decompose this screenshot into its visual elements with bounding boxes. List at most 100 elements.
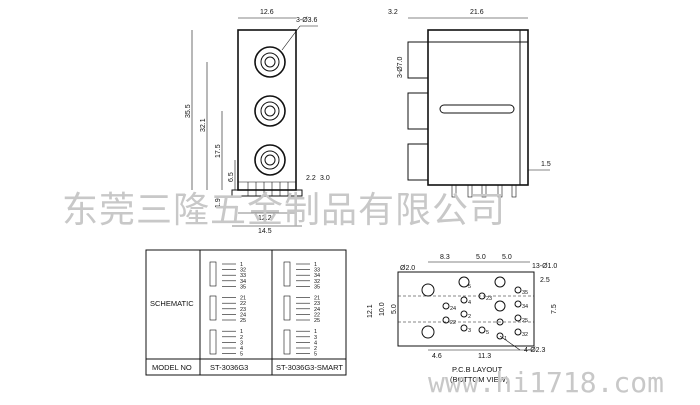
schematic-pin-label: 32 (314, 279, 320, 285)
schematic-pin-label: 21 (240, 296, 246, 302)
dim-pcb-12-1: 12.1 (367, 304, 374, 318)
schematic-frame (145, 249, 347, 376)
schematic-pin-label: 34 (314, 273, 320, 279)
schematic-pin-label: 35 (314, 284, 320, 290)
dim-pcb-hole-4: 4-Ø2.3 (524, 347, 546, 354)
url-watermark: www.hi1718.com (428, 366, 664, 399)
dim-side-dia: 3-Ø7.0 (397, 56, 404, 78)
pcb-hole-large-2 (421, 325, 435, 339)
jack-top (254, 46, 286, 78)
dim-side-3-2: 3.2 (388, 9, 398, 16)
dim-pin-3-0: 3.0 (320, 175, 330, 182)
side-jack-top (407, 41, 429, 79)
side-jack-bottom (407, 143, 429, 181)
dim-front-width-14-5: 14.5 (258, 228, 272, 235)
dim-pcb-hole-2-0: Ø2.0 (400, 265, 415, 272)
schematic-pin-label: 4 (314, 340, 317, 346)
dim-pcb-10-0: 10.0 (379, 302, 386, 316)
dim-side-1-5: 1.5 (541, 161, 551, 168)
dim-front-width-12-2: 12.2 (258, 215, 272, 222)
jack-bottom (254, 144, 286, 176)
dim-height-17-5: 17.5 (215, 144, 222, 158)
pcb-caption-1: P.C.B LAYOUT (452, 365, 503, 374)
schematic-pin-label: 1 (314, 262, 317, 268)
schematic-b-contacts (283, 261, 291, 355)
pcb-caption-2: (BOTTOM VIEW) (450, 375, 509, 384)
pcb-pin-label: 24 (450, 306, 456, 312)
schematic-pin-label: 23 (240, 307, 246, 313)
schematic-pin-label: 35 (240, 284, 246, 290)
schematic-pin-label: 22 (314, 312, 320, 318)
dim-pcb-5-0b: 5.0 (502, 254, 512, 261)
pcb-small-holes (442, 286, 522, 340)
dim-pcb-2-5: 2.5 (540, 277, 550, 284)
pcb-pin-label: 2 (468, 314, 471, 320)
pcb-pin-label: 25 (522, 318, 528, 324)
dim-pcb-7-5: 7.5 (551, 304, 558, 314)
schematic-pin-label: 5 (314, 352, 317, 358)
pcb-outline (397, 271, 535, 347)
pcb-hole-large-4 (494, 276, 506, 288)
pcb-hole-large-3 (458, 276, 470, 288)
model-b-name: ST-3036G3-SMART (276, 363, 343, 372)
schematic-pin-label: 4 (240, 346, 243, 352)
dim-height-6-5: 6.5 (228, 172, 235, 182)
company-watermark: 东莞三隆五金制品有限公司 (62, 190, 506, 231)
pcb-pin-label: 34 (522, 304, 528, 310)
pcb-pin-label: 23 (486, 296, 492, 302)
dim-pcb-8-3: 8.3 (440, 254, 450, 261)
schematic-pin-label: 1 (240, 262, 243, 268)
side-jack-middle (407, 92, 429, 130)
schematic-pin-label: 25 (240, 318, 246, 324)
dim-front-width-top: 12.6 (260, 9, 274, 16)
model-no-label: MODEL NO (152, 363, 192, 372)
side-body-outline (427, 29, 529, 186)
front-base (231, 189, 303, 197)
schematic-pin-label: 25 (314, 318, 320, 324)
side-view: 3.2 21.6 3-Ø7.0 1.5 (388, 9, 551, 198)
dim-side-21-6: 21.6 (470, 9, 484, 16)
front-view: 12.6 3-Ø3.6 35.5 32.1 17.5 6.5 1.9 2.2 3… (185, 9, 330, 235)
schematic-pin-label: 1 (314, 329, 317, 335)
dim-pcb-5-0a: 5.0 (476, 254, 486, 261)
schematic-pin-label: 1 (240, 329, 243, 335)
schematic-label: SCHEMATIC (150, 299, 194, 308)
schematic-a-contacts (209, 261, 217, 355)
pcb-pin-label: 4 (468, 300, 471, 306)
schematic-pin-label: 3 (240, 340, 243, 346)
schematic-pin-label: 24 (314, 307, 320, 313)
side-slot (439, 104, 515, 114)
pcb-pin-label: 32 (522, 332, 528, 338)
jack-middle (254, 95, 286, 127)
dim-pcb-11-3: 11.3 (478, 353, 491, 360)
schematic-pin-label: 5 (240, 352, 243, 358)
pcb-pin-label: 35 (522, 290, 528, 296)
dim-height-35-5: 35.5 (185, 104, 192, 118)
pcb-pin-label: 5 (468, 284, 471, 290)
dim-hole-spec: 3-Ø3.6 (296, 17, 318, 24)
pcb-pin-label: 22 (450, 320, 456, 326)
side-legs (451, 184, 517, 198)
schematic-pin-label: 34 (240, 279, 246, 285)
dim-pcb-4-6: 4.6 (432, 353, 442, 360)
schematic-pin-label: 3 (314, 335, 317, 341)
dim-height-32-1: 32.1 (200, 118, 207, 132)
dim-pcb-hole-13: 13-Ø1.0 (532, 263, 557, 270)
schematic-table: SCHEMATIC MODEL NO ST-3036G3 ST-3036G3-S… (145, 249, 347, 376)
dim-pin-2-2: 2.2 (306, 175, 316, 182)
schematic-pin-label: 33 (240, 273, 246, 279)
pcb-hole-large-1 (421, 283, 435, 297)
schematic-pin-label: 22 (240, 301, 246, 307)
schematic-pin-label: 2 (314, 346, 317, 352)
schematic-pin-label: 23 (314, 301, 320, 307)
schematic-pin-label: 21 (314, 296, 320, 302)
dim-pcb-5-0c: 5.0 (391, 304, 398, 314)
schematic-pin-label: 2 (240, 335, 243, 341)
pcb-hole-large-5 (494, 300, 506, 312)
pcb-pin-label: 3 (468, 328, 471, 334)
